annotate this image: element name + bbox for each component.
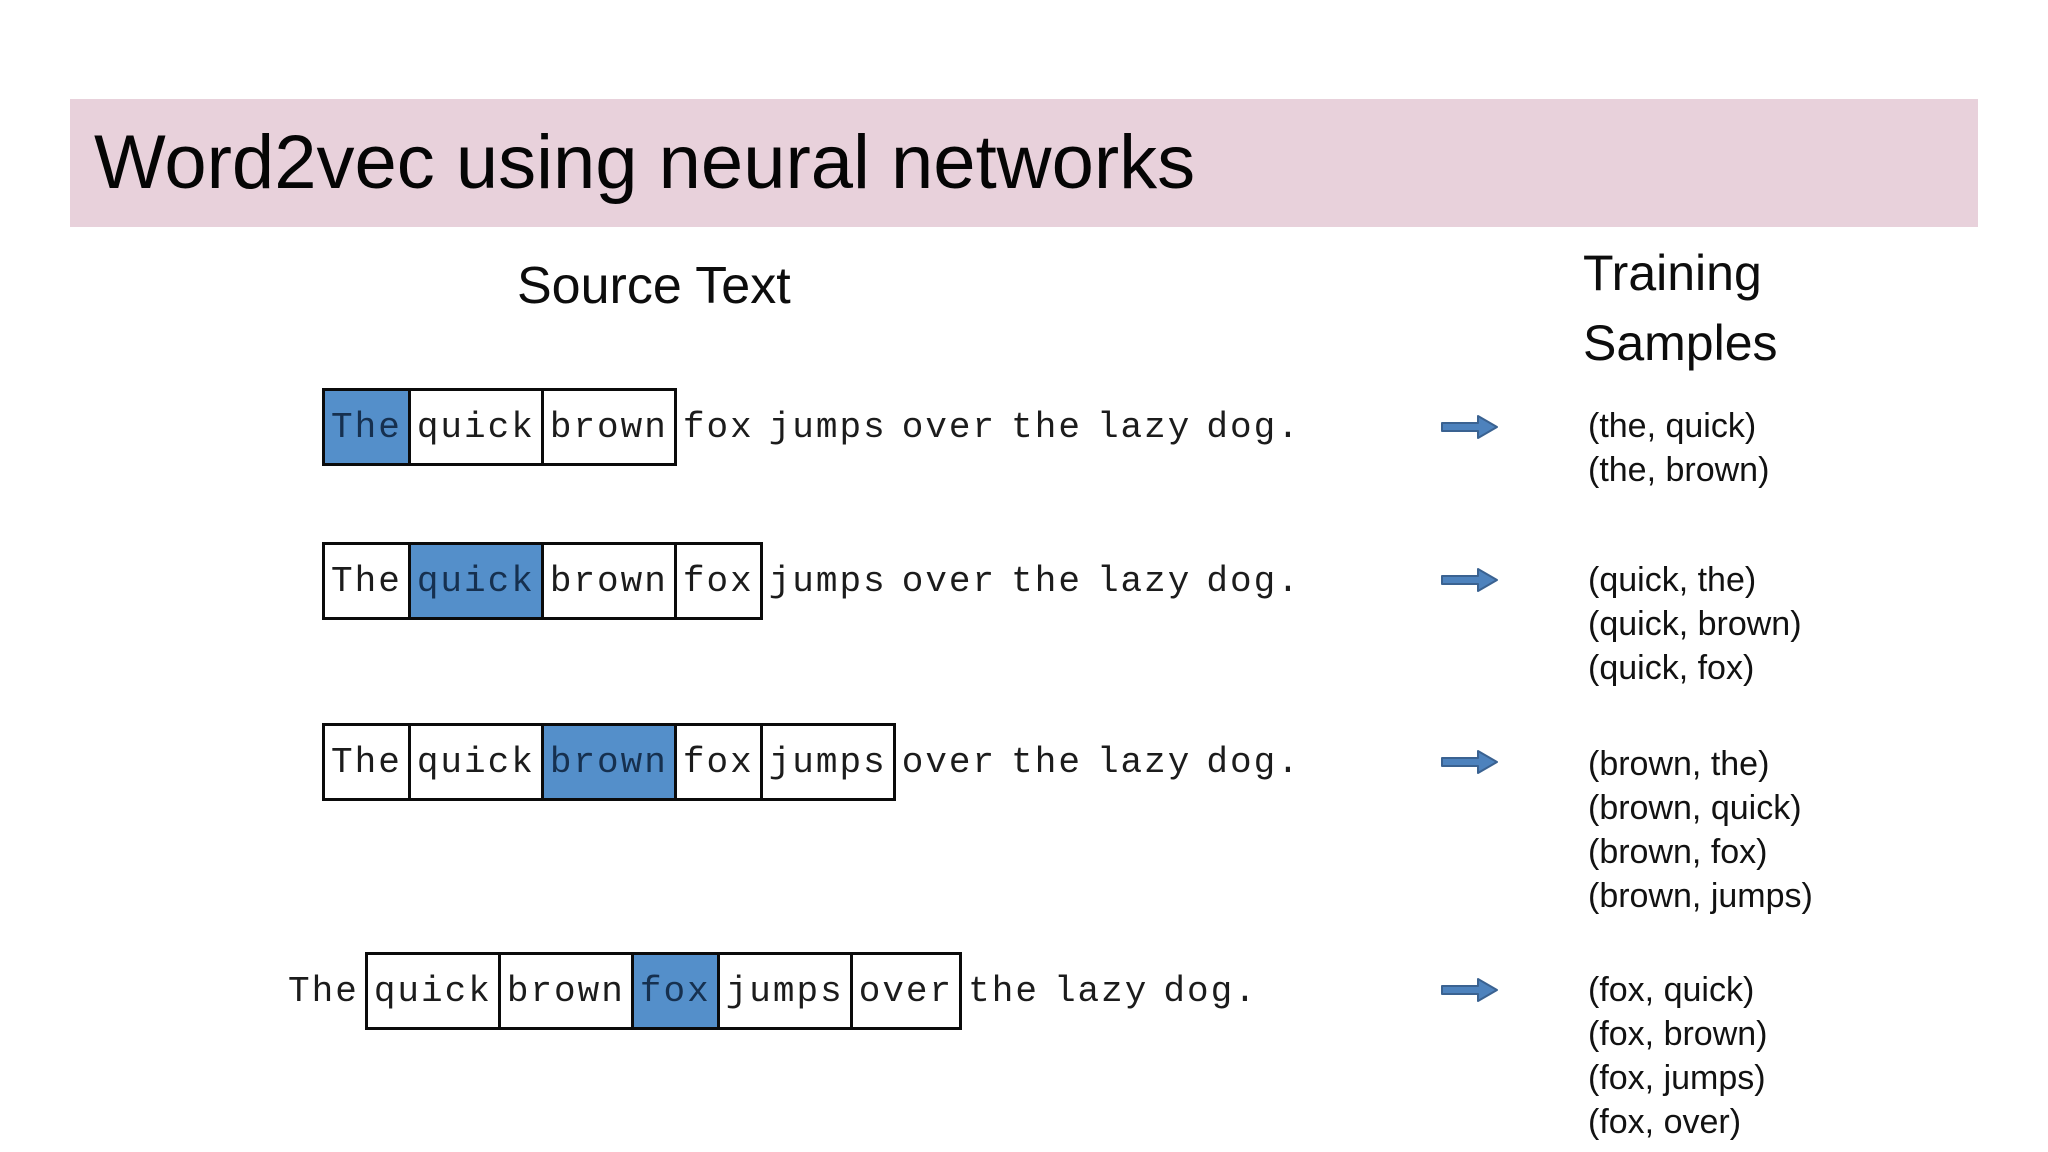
training-sample-pair: (quick, fox) <box>1588 649 1755 687</box>
right-arrow-icon <box>1441 567 1499 593</box>
source-word: the <box>1011 741 1082 783</box>
source-word: brown <box>497 952 634 1030</box>
training-sample-pair: (brown, quick) <box>1588 789 1802 827</box>
source-word: over <box>901 741 997 783</box>
source-word: The <box>322 388 411 466</box>
right-arrow-icon <box>1441 749 1499 775</box>
source-word: lazy <box>1053 970 1149 1012</box>
source-word: jumps <box>716 952 853 1030</box>
training-heading-line-1: Training <box>1583 245 1762 301</box>
source-text-row-2: The quick brown fox jumps over the lazy … <box>322 542 1307 620</box>
training-samples-group-1: (the, quick) (the, brown) <box>1588 404 1769 492</box>
training-sample-pair: (brown, the) <box>1588 745 1770 783</box>
training-sample-pair: (fox, quick) <box>1588 971 1755 1009</box>
source-word: The <box>322 542 411 620</box>
training-sample-pair: (quick, brown) <box>1588 605 1802 643</box>
source-word: brown <box>540 542 677 620</box>
training-sample-pair: (brown, fox) <box>1588 833 1768 871</box>
source-text-row-3: The quick brown fox jumps over the lazy … <box>322 723 1307 801</box>
source-word: fox <box>673 723 763 801</box>
source-word: fox <box>673 542 763 620</box>
source-word: brown <box>540 723 677 801</box>
training-samples-group-2: (quick, the) (quick, brown) (quick, fox) <box>1588 558 1802 690</box>
source-word: jumps <box>768 406 887 448</box>
source-text-row-1: The quick brown fox jumps over the lazy … <box>322 388 1307 466</box>
source-word: quick <box>407 542 544 620</box>
source-word: the <box>1011 406 1082 448</box>
source-word: the <box>968 970 1039 1012</box>
training-samples-group-4: (fox, quick) (fox, brown) (fox, jumps) (… <box>1588 968 1768 1144</box>
source-word: jumps <box>759 723 896 801</box>
source-word: dog. <box>1206 406 1301 448</box>
source-text-row-4: The quick brown fox jumps over the lazy … <box>279 952 1264 1030</box>
source-word: over <box>901 406 997 448</box>
source-word: brown <box>540 388 677 466</box>
training-samples-heading: Training Samples <box>1583 238 1778 378</box>
source-word: the <box>1011 560 1082 602</box>
training-sample-pair: (the, quick) <box>1588 407 1757 445</box>
training-sample-pair: (quick, the) <box>1588 561 1757 599</box>
source-word: dog. <box>1206 741 1301 783</box>
source-word: quick <box>407 388 544 466</box>
source-word: quick <box>407 723 544 801</box>
source-word: lazy <box>1096 560 1192 602</box>
training-sample-pair: (brown, jumps) <box>1588 877 1813 915</box>
right-arrow-icon <box>1441 977 1499 1003</box>
slide-title-banner: Word2vec using neural networks <box>70 99 1978 227</box>
source-word: dog. <box>1163 970 1258 1012</box>
source-word: The <box>288 970 359 1012</box>
source-word: quick <box>364 952 501 1030</box>
training-sample-pair: (fox, over) <box>1588 1103 1742 1141</box>
training-sample-pair: (fox, brown) <box>1588 1015 1768 1053</box>
slide-title: Word2vec using neural networks <box>94 120 1196 205</box>
source-word: over <box>901 560 997 602</box>
training-sample-pair: (the, brown) <box>1588 451 1770 489</box>
right-arrow-icon <box>1441 414 1499 440</box>
source-word: jumps <box>768 560 887 602</box>
source-word: lazy <box>1096 406 1192 448</box>
source-word: over <box>849 952 963 1030</box>
training-sample-pair: (fox, jumps) <box>1588 1059 1766 1097</box>
source-word: fox <box>682 406 754 448</box>
source-word: The <box>322 723 411 801</box>
training-samples-group-3: (brown, the) (brown, quick) (brown, fox)… <box>1588 742 1813 918</box>
source-word: fox <box>630 952 720 1030</box>
source-word: dog. <box>1206 560 1301 602</box>
training-heading-line-2: Samples <box>1583 315 1778 371</box>
source-word: lazy <box>1096 741 1192 783</box>
source-text-heading: Source Text <box>517 257 791 315</box>
